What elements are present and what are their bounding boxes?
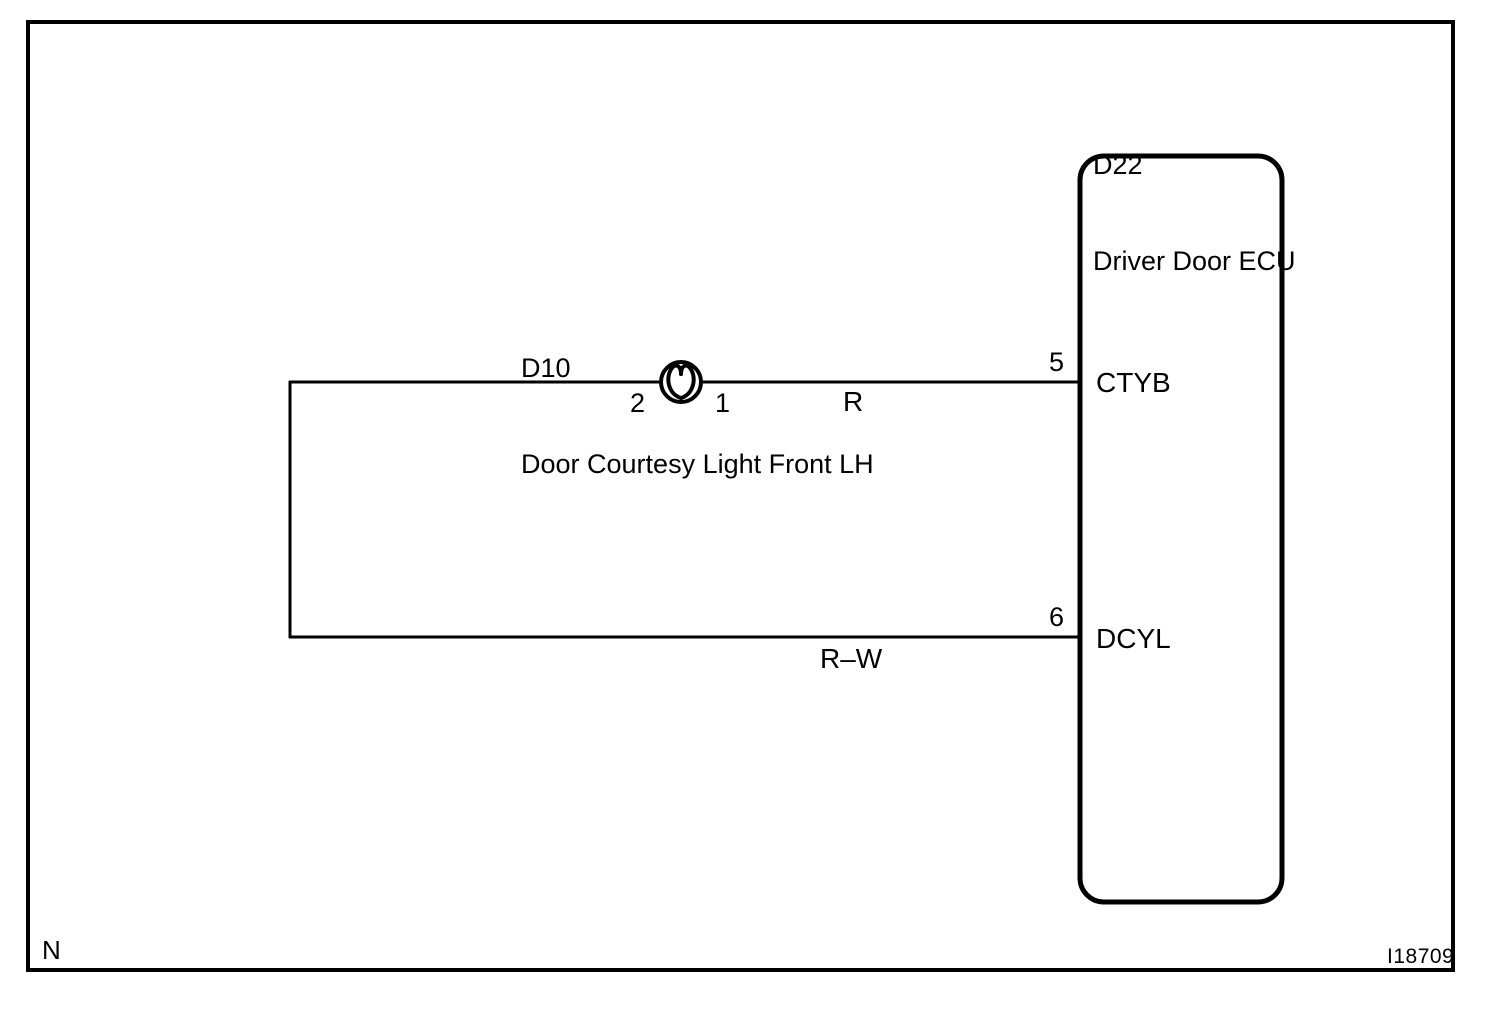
terminal-name-dcyl: DCYL	[1096, 623, 1171, 654]
component-code-d22: D22	[1093, 150, 1143, 180]
terminal-number-d10-2: 2	[630, 388, 646, 418]
terminal-name-ctyb: CTYB	[1096, 367, 1171, 398]
figure-frame	[26, 20, 1455, 972]
terminal-number-d22-5: 5	[1049, 347, 1065, 377]
figure-reference-code: I18709	[1387, 945, 1455, 968]
component-code-d10: D10	[521, 353, 571, 383]
component-label-d10: D10 Door Courtesy Light Front LH	[521, 288, 874, 544]
lamp-icon	[659, 360, 703, 404]
component-name-d22: Driver Door ECU	[1093, 246, 1296, 276]
terminal-number-d10-1: 1	[715, 388, 731, 418]
component-label-d22: D22 Driver Door ECU	[1093, 85, 1296, 341]
ecu-box-d22	[1077, 153, 1285, 905]
terminal-number-d22-6: 6	[1049, 602, 1065, 632]
wire-label-r-w: R–W	[820, 643, 883, 674]
wire-label-r: R	[843, 386, 864, 417]
component-name-d10: Door Courtesy Light Front LH	[521, 449, 874, 479]
page-corner-mark: N	[42, 935, 61, 965]
